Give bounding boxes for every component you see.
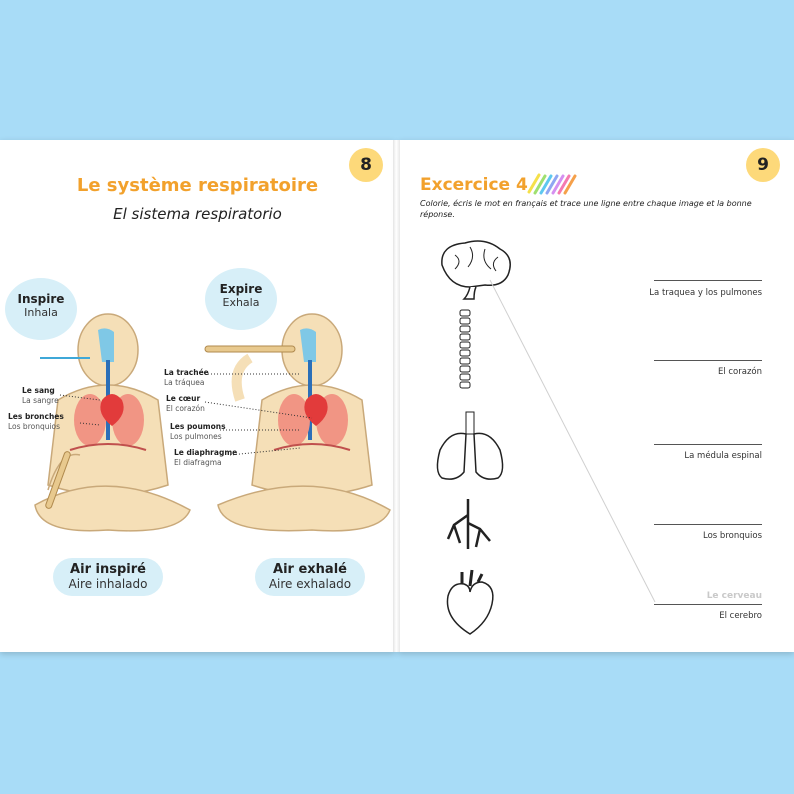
sample-answer: Le cerveau xyxy=(706,591,762,601)
inspire-label: Inspire xyxy=(17,292,65,306)
caption-air-exhaled: Air exhalé Aire exhalado xyxy=(255,558,365,596)
brain-icon[interactable] xyxy=(430,235,520,305)
sample-match-line xyxy=(489,279,656,603)
respiratory-illustration xyxy=(34,313,391,532)
answer-write-line[interactable] xyxy=(654,360,762,361)
lungs-icon[interactable] xyxy=(430,410,510,485)
heart-icon[interactable] xyxy=(440,568,500,638)
exercise-instructions: Colorie, écris le mot en français et tra… xyxy=(420,199,752,219)
answer-write-line[interactable] xyxy=(654,280,762,281)
answer-write-line[interactable] xyxy=(654,444,762,445)
answer-write-line[interactable] xyxy=(654,604,762,605)
page-title: Le système respiratoire xyxy=(76,175,319,196)
expire-label: Expire xyxy=(219,282,263,296)
bronchi-icon[interactable] xyxy=(440,495,500,555)
inhaling-organs xyxy=(69,328,147,451)
inspire-bubble: Inspire Inhala xyxy=(5,278,77,340)
caption-air-inspired: Air inspiré Aire inhalado xyxy=(53,558,163,596)
answer-write-line[interactable] xyxy=(654,524,762,525)
answer-5[interactable]: El cerebro xyxy=(719,611,762,621)
inspire-label-es: Inhala xyxy=(24,306,58,319)
flute-icon xyxy=(45,451,71,509)
spine-icon[interactable] xyxy=(455,308,475,398)
page-number-9: 9 xyxy=(746,148,780,182)
answer-1[interactable]: La traquea y los pulmones xyxy=(649,288,762,298)
answer-3[interactable]: La médula espinal xyxy=(684,451,762,461)
answer-4[interactable]: Los bronquios xyxy=(703,531,762,541)
book-gutter xyxy=(393,140,400,652)
flute-icon xyxy=(204,345,296,353)
right-page xyxy=(398,140,794,652)
page-subtitle: El sistema respiratorio xyxy=(113,205,282,223)
expire-label-es: Exhala xyxy=(222,296,260,309)
crayon-scribble-icon xyxy=(527,173,577,195)
answer-2[interactable]: El corazón xyxy=(717,367,762,377)
exercise-title: Excercice 4 xyxy=(420,175,528,195)
page-number-8: 8 xyxy=(349,148,383,182)
expire-bubble: Expire Exhala xyxy=(205,268,277,330)
exhaling-organs xyxy=(273,328,351,451)
